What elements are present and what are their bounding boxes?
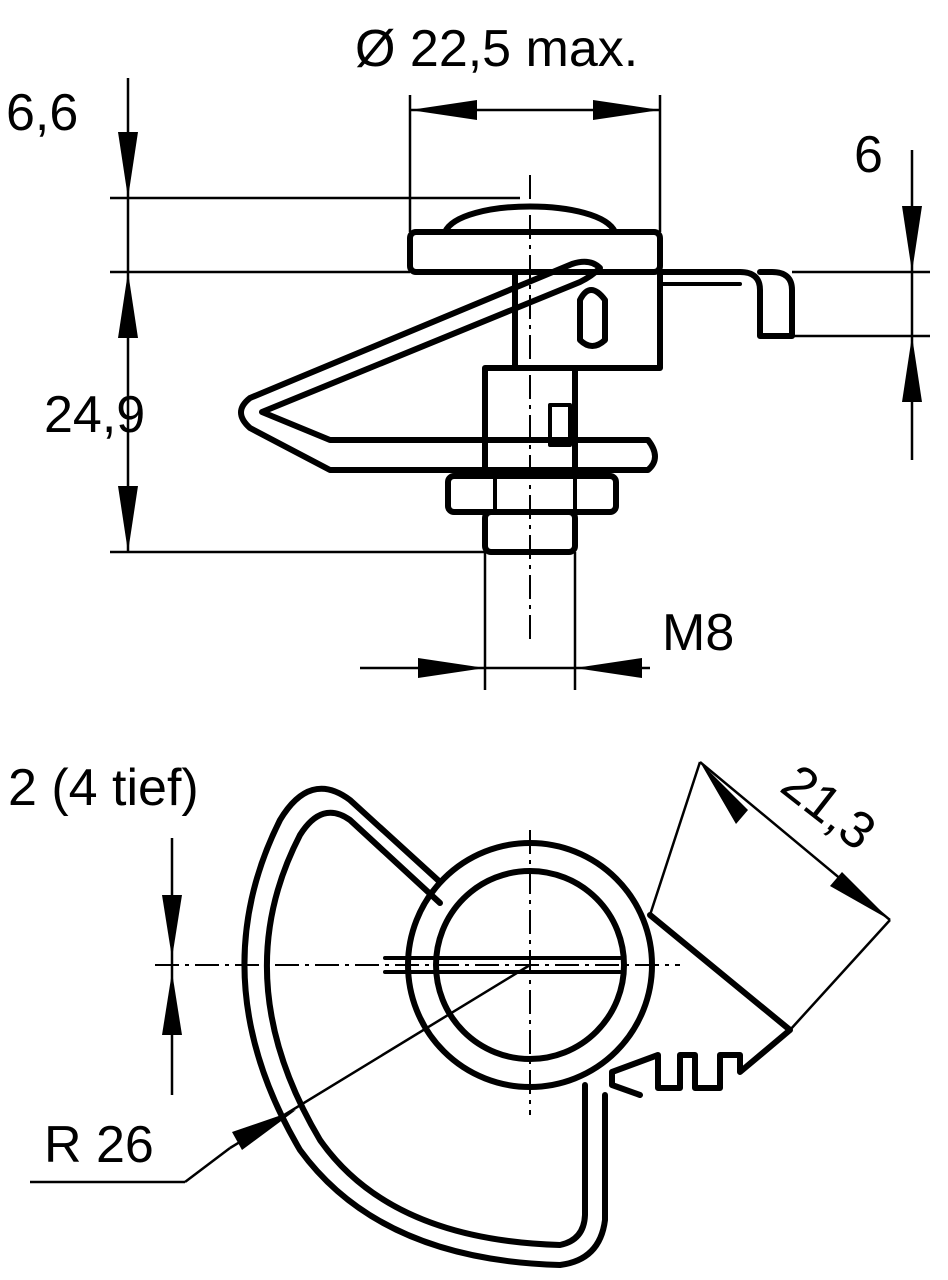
side-view: Ø 22,5 max. 6,6 6 24,9 M8 xyxy=(6,20,930,690)
head-inner-circle xyxy=(433,868,627,1062)
nut xyxy=(445,473,619,515)
head-outer-circle xyxy=(405,840,655,1090)
diameter-label: Ø 22,5 max. xyxy=(355,20,638,78)
head-dome xyxy=(442,203,618,235)
head-flange xyxy=(407,229,663,275)
wire-hook xyxy=(577,287,608,349)
slot-label: 2 (4 tief) xyxy=(8,759,199,817)
top-view: 2 (4 tief) 21,3 R 26 xyxy=(8,754,891,1268)
wire-spring xyxy=(238,258,658,473)
thread-label: M8 xyxy=(662,604,734,662)
radius-label: R 26 xyxy=(44,1116,154,1174)
wire-loop xyxy=(241,785,608,1268)
diagonal-label: 21,3 xyxy=(771,754,886,862)
height-top-label: 6,6 xyxy=(6,84,78,142)
side-tab xyxy=(657,269,795,339)
height-body-label: 24,9 xyxy=(44,386,145,444)
height-right-label: 6 xyxy=(854,126,883,184)
head-body xyxy=(512,269,663,371)
toothed-tab xyxy=(609,912,793,1098)
thread-stub xyxy=(482,509,578,555)
